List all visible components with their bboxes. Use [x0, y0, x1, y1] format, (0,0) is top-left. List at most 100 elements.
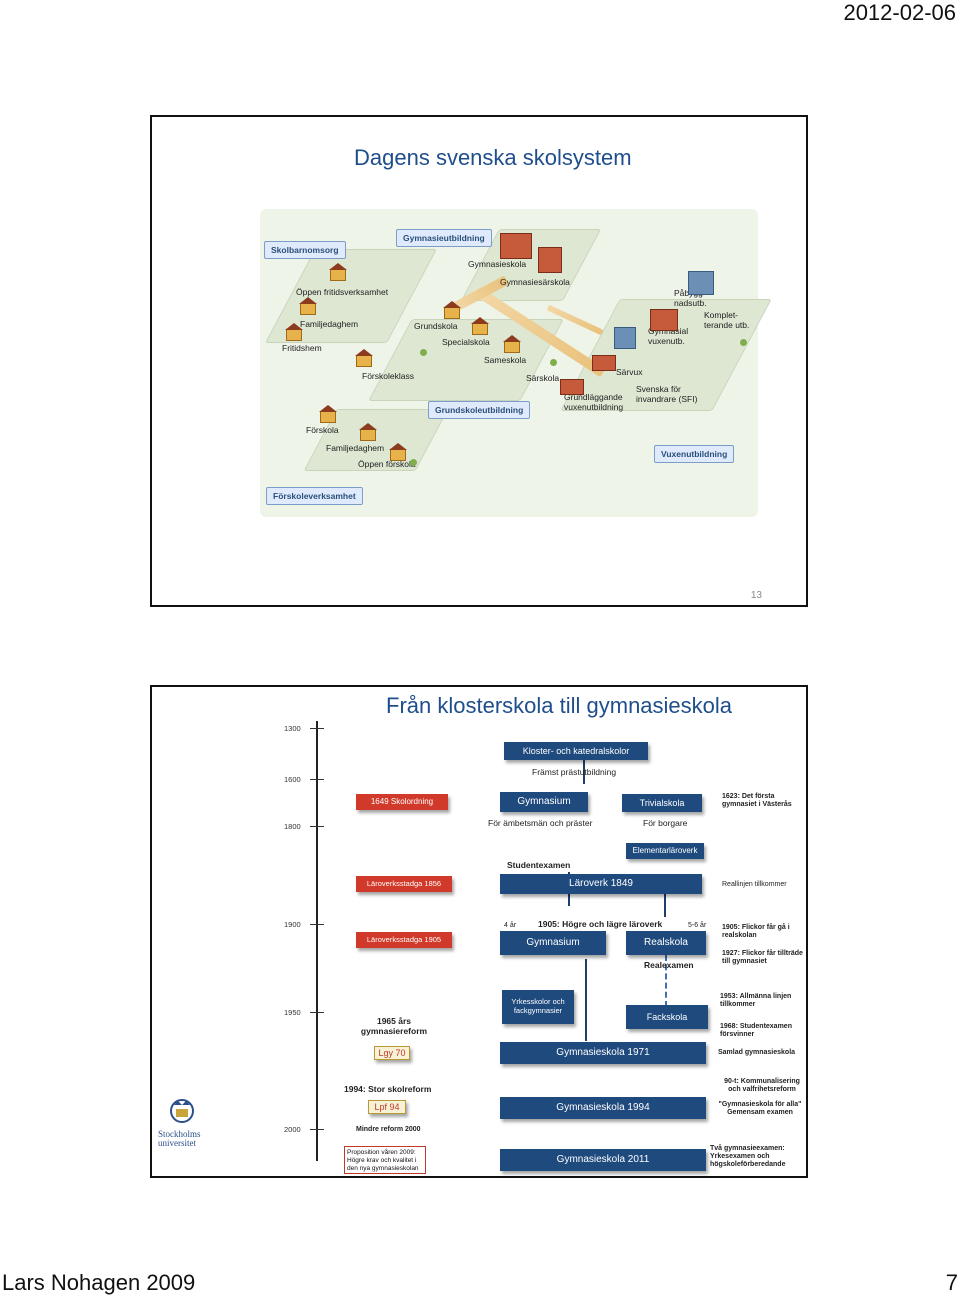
text-for-ambetsman: För ämbetsmän och präster: [488, 818, 592, 828]
label-gymnasieskola: Gymnasieskola: [468, 259, 526, 269]
house-icon: [320, 411, 336, 423]
tag-forskoleverksamhet: Förskoleverksamhet: [266, 487, 363, 505]
logo-text: Stockholms universitet: [158, 1130, 210, 1148]
timeline-tick: [310, 728, 324, 729]
text-reform-1965: 1965 års gymnasiereform: [356, 1017, 432, 1037]
timeline-tick: [310, 924, 324, 925]
box-kloster: Kloster- och katedralskolor: [504, 742, 648, 760]
building-icon: [560, 379, 584, 395]
tag-grundskoleutbildning: Grundskoleutbildning: [428, 401, 530, 419]
building-icon: [592, 355, 616, 371]
building-icon: [500, 233, 532, 259]
tag-vuxenutbildning: Vuxenutbildning: [654, 445, 734, 463]
box-lpf94: Lpf 94: [368, 1100, 406, 1114]
label-gymnasiesarskola: Gymnasiesärskola: [500, 277, 570, 287]
box-fackskola: Fackskola: [626, 1005, 708, 1029]
text-reallinjen: Reallinjen tillkommer: [722, 881, 787, 888]
box-laroverksstadga-1905: Läroverksstadga 1905: [356, 932, 452, 948]
slide-school-system: Dagens svenska skolsystem Skolbarnomsorg…: [150, 115, 808, 607]
house-icon: [300, 303, 316, 315]
house-icon: [444, 307, 460, 319]
text-samlad: Samlad gymnasieskola: [718, 1049, 795, 1056]
label-sarskola: Särskola: [526, 373, 559, 383]
house-icon: [286, 329, 302, 341]
tag-gymnasieutbildning: Gymnasieutbildning: [396, 229, 492, 247]
label-oppen-fritid: Öppen fritidsverksamhet: [296, 287, 388, 297]
text-studentexamen: Studentexamen: [507, 860, 570, 870]
house-icon: [390, 449, 406, 461]
school-system-map: Skolbarnomsorg Gymnasieutbildning Grunds…: [260, 209, 758, 517]
note-1927: 1927: Flickor får tillträde till gymnasi…: [722, 950, 808, 966]
tag-skolbarnomsorg: Skolbarnomsorg: [264, 241, 346, 259]
box-yrkesskolor: Yrkesskolor och fackgymnasier: [502, 990, 574, 1024]
note-90-tal: 90-t: Kommunalisering och valfrihetsrefo…: [718, 1078, 806, 1094]
box-realskola: Realskola: [626, 931, 706, 955]
text-stor-skolreform: 1994: Stor skolreform: [344, 1084, 431, 1094]
label-forskola: Förskola: [306, 425, 339, 435]
text-4-ar: 4 år: [504, 922, 516, 929]
label-familjedaghem-2: Familjedaghem: [326, 443, 384, 453]
timeline-tick: [310, 826, 324, 827]
house-icon: [472, 323, 488, 335]
page-date: 2012-02-06: [843, 0, 956, 26]
box-proposition-2009: Proposition våren 2009: Högre krav och k…: [344, 1146, 426, 1174]
note-for-alla: "Gymnasieskola för alla" Gemensam examen: [714, 1101, 806, 1117]
label-grundl-vux: Grundläggande vuxenutbildning: [564, 393, 634, 413]
label-oppen-forskola: Öppen förskola: [358, 459, 416, 469]
building-icon: [614, 327, 636, 349]
label-familjedaghem: Familjedaghem: [300, 319, 358, 329]
text-framst: Främst prästutbildning: [532, 767, 616, 777]
box-laroverk-1849: Läroverk 1849: [500, 874, 702, 894]
box-trivialskola: Trivialskola: [622, 794, 702, 812]
slide-title: Dagens svenska skolsystem: [354, 145, 632, 171]
box-gymnasieskola-1994: Gymnasieskola 1994: [500, 1097, 706, 1119]
building-icon: [688, 271, 714, 295]
year-label: 1300: [284, 724, 301, 733]
slide-number: 13: [751, 590, 762, 601]
slide-history-timeline: Från klosterskola till gymnasieskola 130…: [150, 685, 808, 1178]
year-label: 1950: [284, 1008, 301, 1017]
tree-icon: [550, 359, 557, 366]
label-komplet: Komplet- terande utb.: [704, 311, 764, 331]
stockholms-universitet-logo: Stockholms universitet: [158, 1097, 216, 1143]
note-1623: 1623: Det första gymnasiet i Västerås: [722, 793, 800, 809]
label-specialskola: Specialskola: [442, 337, 490, 347]
building-icon: [538, 247, 562, 273]
house-icon: [360, 429, 376, 441]
text-for-borgare: För borgare: [643, 818, 687, 828]
box-gymnasieskola-1971: Gymnasieskola 1971: [500, 1042, 706, 1064]
building-icon: [650, 309, 678, 331]
box-gymnasium-1905: Gymnasium: [500, 931, 606, 955]
year-label: 2000: [284, 1125, 301, 1134]
text-hogre-lagre: 1905: Högre och lägre läroverk: [538, 919, 662, 929]
timeline-tick: [310, 1129, 324, 1130]
note-1968: 1968: Studentexamen försvinner: [720, 1023, 806, 1039]
note-1953: 1953: Allmänna linjen tillkommer: [720, 993, 806, 1009]
box-gymnasieskola-2011: Gymnasieskola 2011: [500, 1149, 706, 1171]
note-1905: 1905: Flickor får gå i realskolan: [722, 924, 806, 940]
box-skolordning-1649: 1649 Skolordning: [356, 794, 448, 810]
label-sameskola: Sameskola: [484, 355, 526, 365]
slide-title: Från klosterskola till gymnasieskola: [386, 693, 732, 719]
footer-page-number: 7: [946, 1270, 958, 1296]
timeline-tick: [310, 779, 324, 780]
tree-icon: [410, 459, 417, 466]
text-5-6-ar: 5-6 år: [688, 922, 706, 929]
box-elementarlaroverk: Elementarläroverk: [626, 843, 704, 859]
label-sarvux: Särvux: [616, 367, 642, 377]
label-forskoleklass: Förskoleklass: [362, 371, 414, 381]
footer-author: Lars Nohagen 2009: [2, 1270, 195, 1296]
text-mindre-reform: Mindre reform 2000: [356, 1126, 421, 1133]
timeline-axis: [316, 721, 318, 1161]
text-realexamen: Realexamen: [644, 960, 694, 970]
house-icon: [356, 355, 372, 367]
timeline-tick: [310, 1012, 324, 1013]
label-grundskola: Grundskola: [414, 321, 457, 331]
box-laroverksstadga-1856: Läroverksstadga 1856: [356, 876, 452, 892]
house-icon: [330, 269, 346, 281]
box-lgy70: Lgy 70: [374, 1046, 410, 1060]
house-icon: [504, 341, 520, 353]
tree-icon: [420, 349, 427, 356]
label-sfi: Svenska för invandrare (SFI): [636, 385, 716, 405]
label-fritidshem: Fritidshem: [282, 343, 322, 353]
